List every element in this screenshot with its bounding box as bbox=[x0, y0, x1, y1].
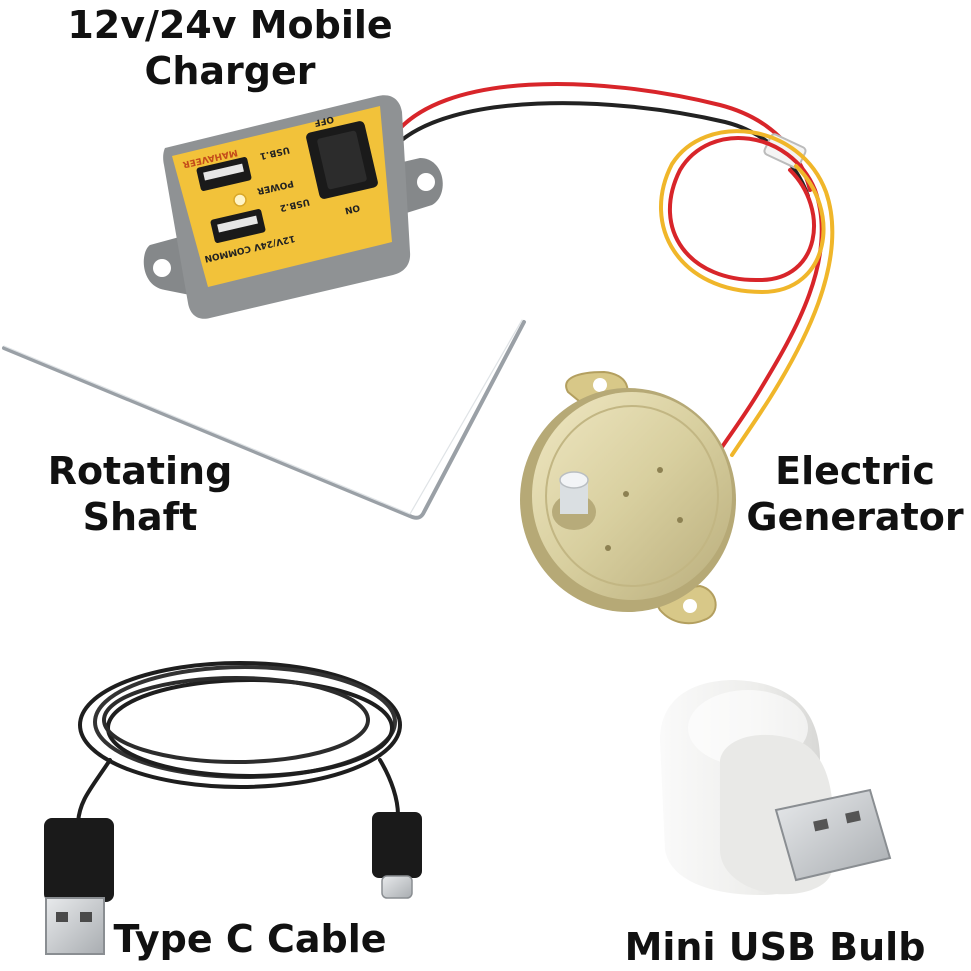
charger-label-line2: Charger bbox=[144, 49, 316, 93]
shaft-label: Rotating Shaft bbox=[30, 448, 250, 540]
mobile-charger: MAHAVEER USB.1 POWER USB.2 12V/24V COMMO… bbox=[143, 95, 443, 319]
charger-off-label: OFF bbox=[313, 113, 335, 127]
generator-spindle bbox=[552, 471, 596, 530]
electric-generator bbox=[520, 370, 736, 625]
usb-plug-icon bbox=[774, 788, 892, 882]
charger-label: 12v/24v Mobile Charger bbox=[50, 2, 410, 94]
shaft-label-line2: Shaft bbox=[82, 495, 198, 539]
generator-label-line2: Generator bbox=[746, 495, 964, 539]
type-c-cable bbox=[76, 661, 402, 824]
cable-label: Type C Cable bbox=[113, 917, 387, 961]
mini-usb-bulb bbox=[660, 680, 892, 895]
rotating-shaft bbox=[2, 319, 526, 520]
shaft-label-line1: Rotating bbox=[47, 449, 233, 493]
generator-label-line1: Electric bbox=[775, 449, 935, 493]
usb-c-plug-icon bbox=[372, 812, 422, 899]
charger-wires bbox=[390, 82, 835, 457]
usb-port-icon bbox=[210, 209, 266, 243]
charger-on-label: ON bbox=[344, 202, 361, 215]
usb-port-icon bbox=[196, 157, 252, 191]
usb-plug-icon bbox=[44, 818, 114, 955]
generator-label: Electric Generator bbox=[740, 448, 970, 540]
bulb-label: Mini USB Bulb bbox=[624, 925, 926, 969]
led-indicator-icon bbox=[233, 193, 247, 207]
charger-label-line1: 12v/24v Mobile bbox=[67, 3, 393, 47]
rocker-switch-icon bbox=[306, 121, 378, 199]
